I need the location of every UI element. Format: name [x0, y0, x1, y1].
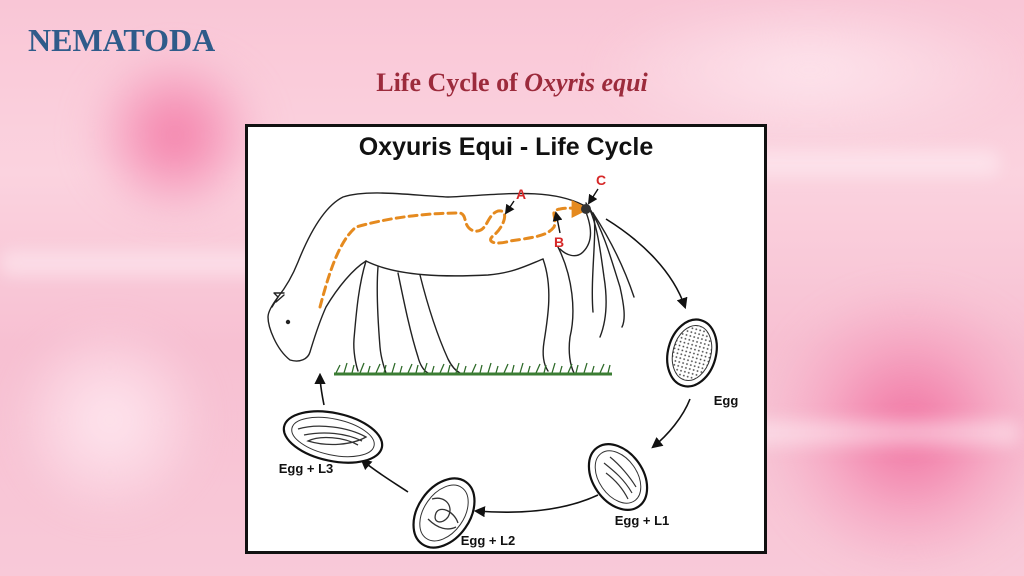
life-cycle-diagram: Oxyuris Equi - Life Cycle: [267, 133, 739, 549]
stage-egg-l1: Egg + L1: [587, 443, 670, 528]
stage-egg-l3: Egg + L3: [279, 410, 384, 476]
background-light-glow: [600, 0, 1020, 140]
life-cycle-figure: Oxyuris Equi - Life Cycle: [245, 124, 767, 554]
marker-c: C: [581, 172, 606, 214]
stage-egg-label: Egg: [714, 393, 739, 408]
grass-strip: [334, 362, 612, 376]
cycle-arrows: [314, 218, 691, 518]
subtitle-species: Oxyris equi: [524, 68, 648, 97]
svg-text:B: B: [554, 234, 564, 250]
stage-egg-l3-label: Egg + L3: [279, 461, 334, 476]
subtitle-prefix: Life Cycle of: [376, 68, 525, 97]
stage-egg-l2-label: Egg + L2: [461, 533, 516, 548]
background-flower-glow: [780, 300, 1024, 560]
horse-illustration: [267, 192, 635, 374]
slide-title: NEMATODA: [28, 22, 216, 58]
diagram-heading: Oxyuris Equi - Life Cycle: [359, 133, 654, 161]
stage-egg: Egg: [666, 318, 739, 408]
marker-a: A: [504, 186, 526, 215]
stage-egg-l2: Egg + L2: [412, 477, 516, 549]
background-flower-glow: [20, 330, 200, 510]
marker-b: B: [552, 211, 564, 250]
slide-subtitle: Life Cycle of Oxyris equi: [0, 68, 1024, 98]
svg-text:A: A: [516, 186, 526, 202]
svg-text:C: C: [596, 172, 606, 188]
background-flower-glow: [90, 60, 260, 210]
stage-egg-l1-label: Egg + L1: [615, 513, 670, 528]
